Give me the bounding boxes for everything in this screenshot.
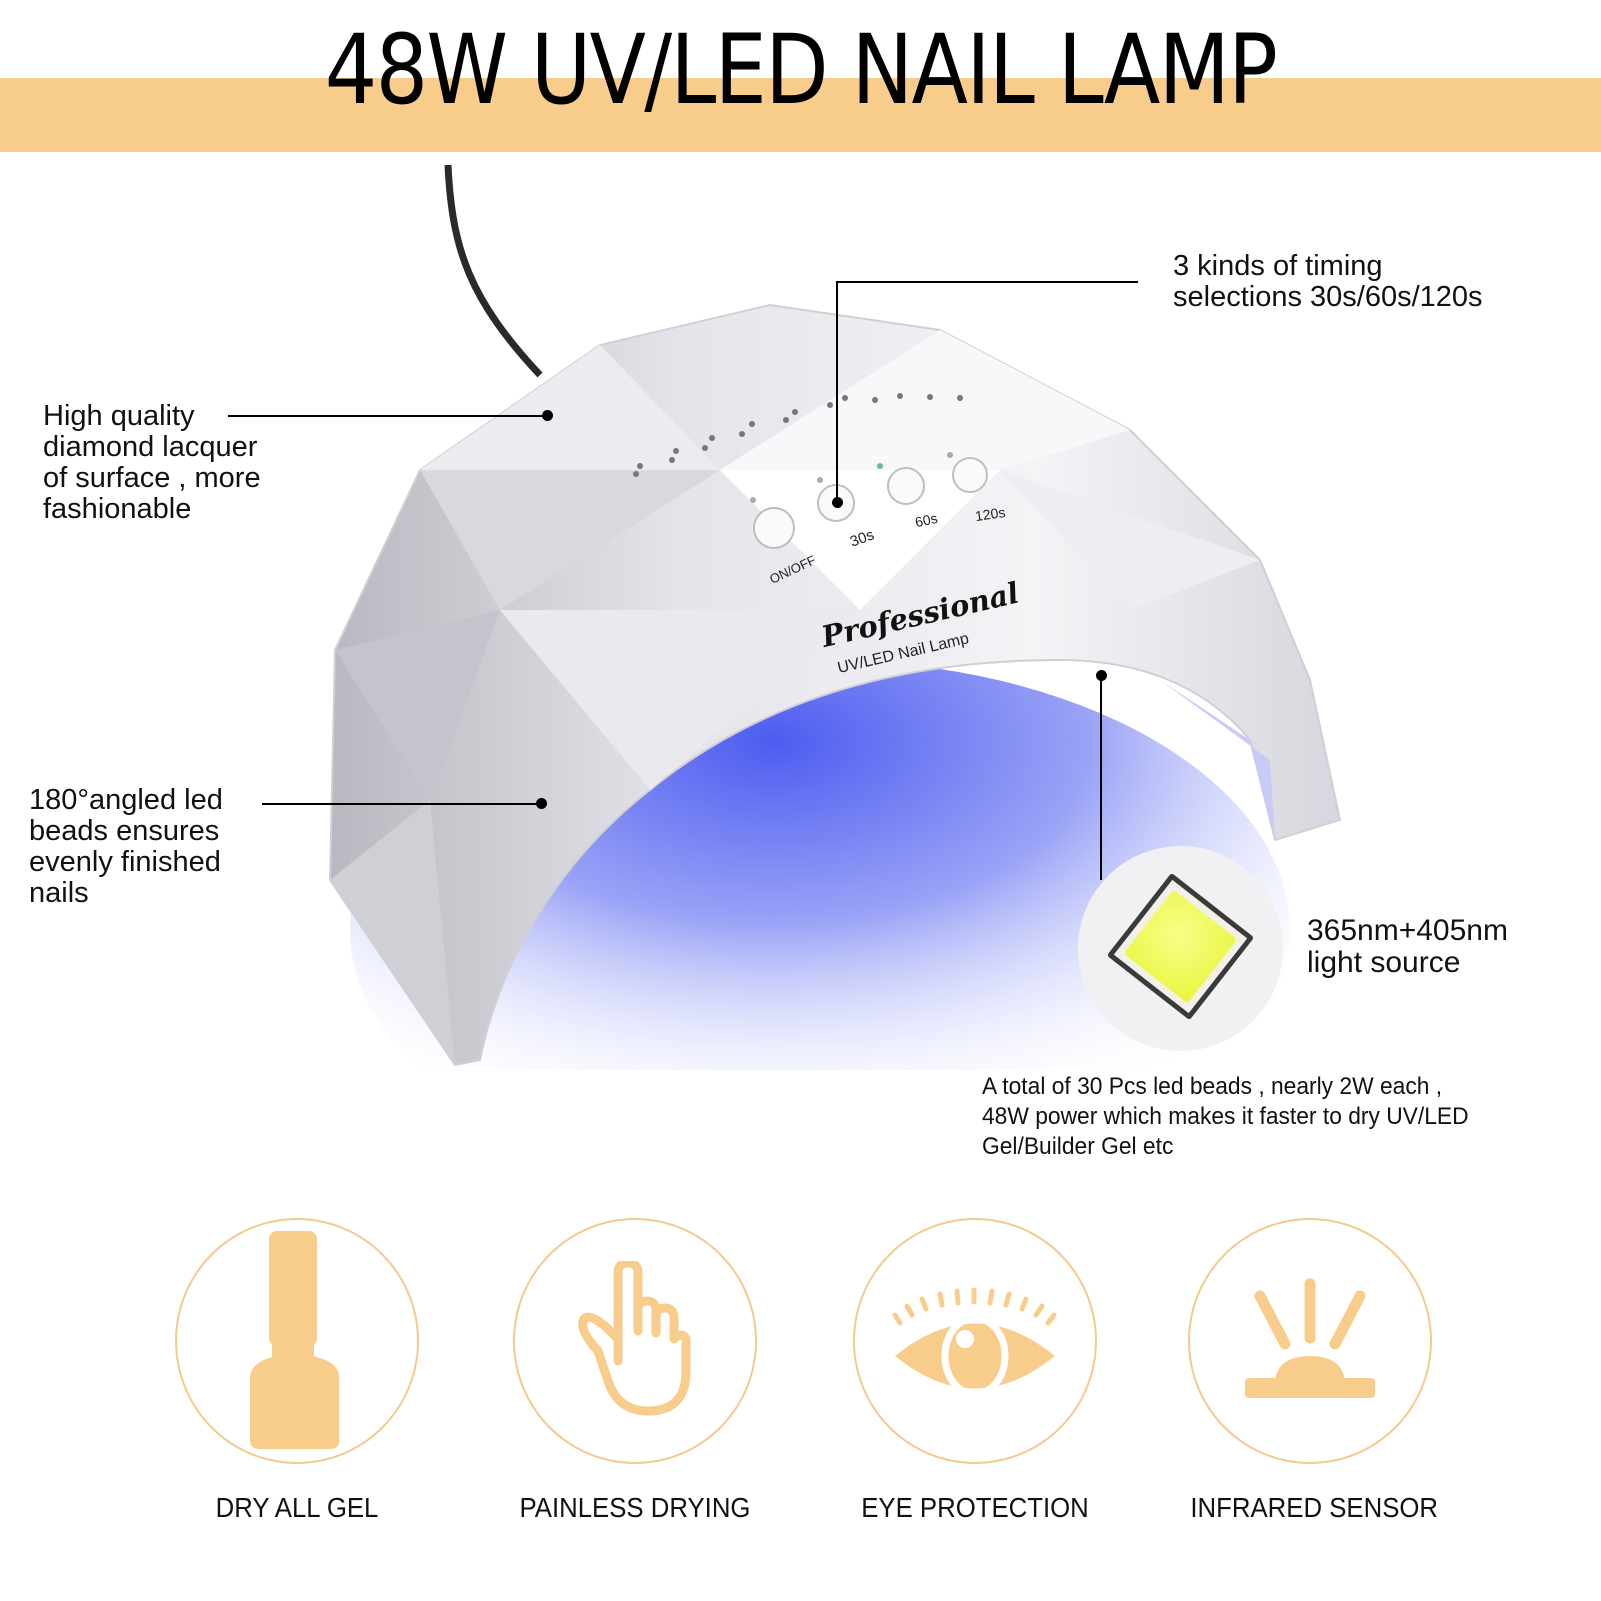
feature-label: EYE PROTECTION xyxy=(861,1492,1089,1523)
callout-surface: High quality diamond lacquer of surface … xyxy=(43,400,261,525)
feature-eye-protection: EYE PROTECTION xyxy=(845,1218,1105,1524)
callout-angle-line xyxy=(262,803,540,805)
120s-button xyxy=(952,457,988,493)
led-chip-image xyxy=(1078,846,1283,1051)
60s-button xyxy=(887,467,925,505)
callout-light-dot xyxy=(1096,670,1107,681)
eye-icon xyxy=(892,1287,1057,1398)
power-cord xyxy=(444,164,543,378)
feature-label: DRY ALL GEL xyxy=(215,1492,379,1523)
callout-timing-dot xyxy=(832,497,843,508)
callout-light: 365nm+405nm light source xyxy=(1307,914,1508,979)
callout-timing: 3 kinds of timing selections 30s/60s/120… xyxy=(1173,250,1483,313)
nail-lamp-image xyxy=(328,164,1342,1070)
callout-surface-line xyxy=(228,415,546,417)
nail-polish-bottle-icon xyxy=(250,1231,339,1449)
callout-angle-dot xyxy=(536,798,547,809)
callout-timing-line-v xyxy=(836,281,838,503)
pointing-hand-icon xyxy=(578,1261,691,1416)
title-banner xyxy=(0,78,1601,152)
feature-label: PAINLESS DRYING xyxy=(519,1492,751,1523)
callout-angle: 180°angled led beads ensures evenly fini… xyxy=(29,784,223,909)
page-title: 48W UV/LED NAIL LAMP xyxy=(324,14,1278,126)
callout-light-line xyxy=(1100,676,1102,880)
onoff-button xyxy=(753,507,795,549)
callout-beads: A total of 30 Pcs led beads , nearly 2W … xyxy=(982,1073,1469,1160)
callout-timing-line-h xyxy=(836,281,1138,283)
sunrise-sensor-icon xyxy=(1245,1278,1375,1398)
feature-dry-all-gel: DRY ALL GEL xyxy=(167,1218,427,1524)
feature-infrared-sensor: INFRARED SENSOR xyxy=(1180,1218,1440,1524)
feature-label: INFRARED SENSOR xyxy=(1190,1492,1439,1523)
feature-painless-drying: PAINLESS DRYING xyxy=(505,1218,765,1524)
callout-surface-dot xyxy=(542,410,553,421)
